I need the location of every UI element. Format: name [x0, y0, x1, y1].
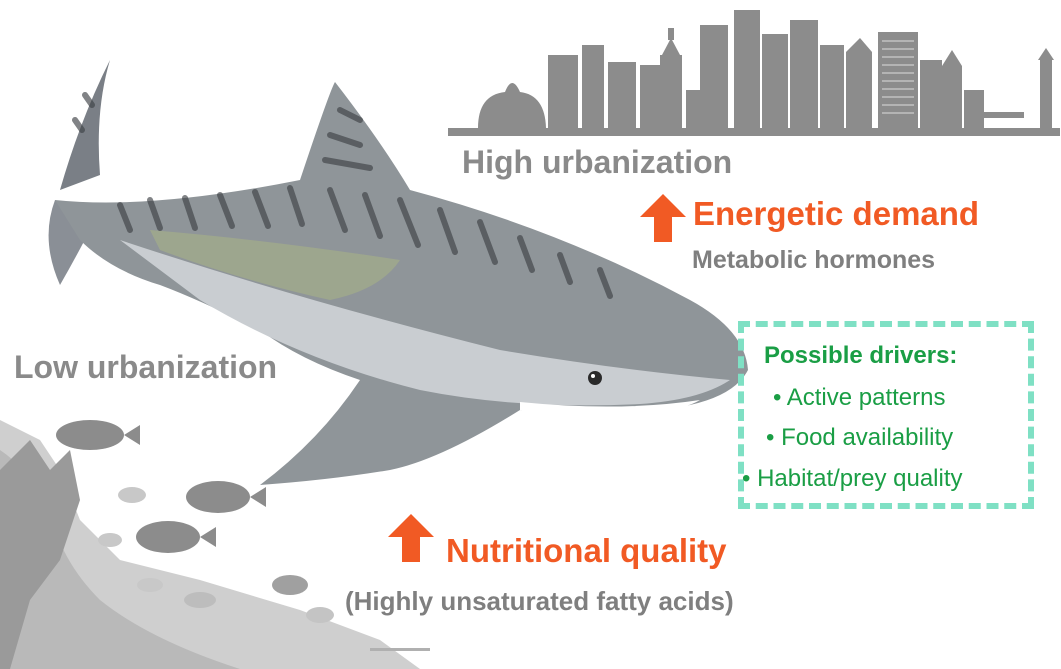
low-urbanization-label: Low urbanization [14, 351, 277, 383]
city-skyline-icon [448, 10, 1060, 136]
fatty-acids-label: (Highly unsaturated fatty acids) [345, 588, 734, 614]
possible-drivers-title: Possible drivers: [764, 342, 957, 370]
up-arrow-icon [640, 194, 686, 242]
up-arrow-icon [388, 514, 434, 562]
driver-item: • Food availability [766, 424, 953, 452]
metabolic-hormones-label: Metabolic hormones [692, 248, 935, 273]
high-urbanization-label: High urbanization [462, 146, 732, 178]
driver-item: • Active patterns [773, 384, 946, 412]
driver-item: • Habitat/prey quality [742, 465, 963, 493]
nutritional-quality-label: Nutritional quality [446, 534, 727, 567]
energetic-demand-label: Energetic demand [693, 197, 979, 230]
